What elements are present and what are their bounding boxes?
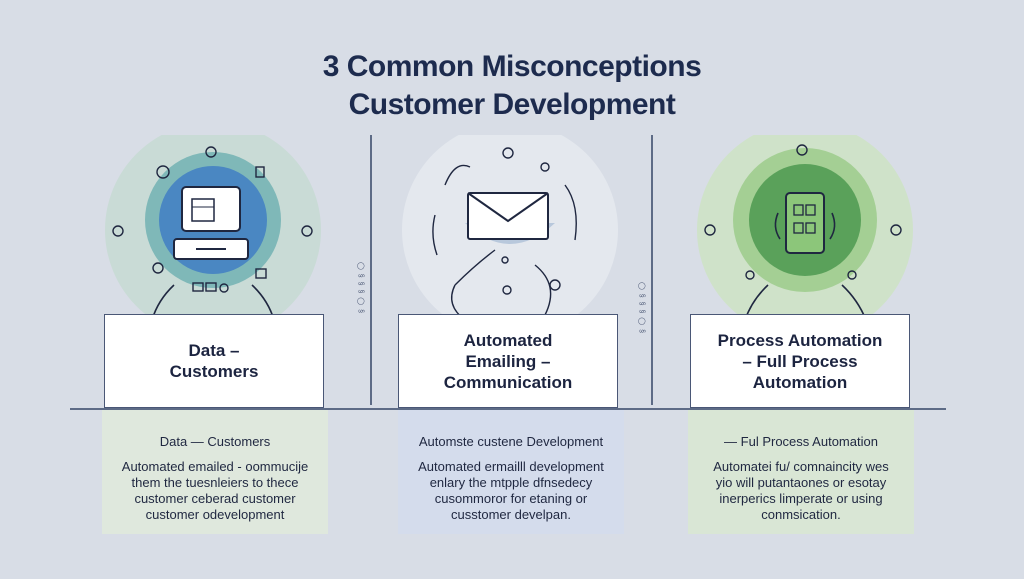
label-line: Automated [463,330,553,350]
description-line: Automated ermailll development [418,459,604,474]
description-panel-data: Data — Customers Automated emailed - oom… [102,410,328,534]
flow-lines [432,147,577,321]
label-line: Process Automation [717,330,883,350]
description-line: Automated emailed - oommucije [121,459,309,474]
orbit-icons [704,144,902,280]
label-line: Data – [188,341,240,360]
automated-emailing-illustration [395,135,625,335]
description-line: Automatei fu/ comnaincity wes [713,459,889,474]
orbit-icons [112,146,313,293]
data-customers-illustration [98,135,328,335]
description-subtitle: — Ful Process Automation [724,434,878,449]
description-line: yio will putantaones or esotay [715,475,887,490]
page-title-line-2: Customer Development [348,88,676,121]
description-line: them the tuesnleiers to thece [131,475,299,490]
description-subtitle: Automste custene Development [418,434,604,449]
description-subtitle: Data — Customers [159,434,271,449]
description-line: inerperics limperate or using [719,491,883,506]
envelope-icon [467,192,549,240]
label-line: Communication [443,372,573,392]
description-line: cusstomer develpan. [451,507,571,522]
description-line: enlary the mtpple dfnsedecy [429,475,593,490]
label-line: Automation [752,372,848,392]
tablet-cycle-icon [774,192,836,254]
description-line: customer ceberad customer [134,491,296,506]
divider-left-marks: ◯ § § § ◯ § [357,262,364,314]
label-box-process-automation: Process Automation – Full Process Automa… [690,314,910,408]
description-line: cusommoror for etaning or [434,491,588,506]
label-box-automated-emailing: Automated Emailing – Communication [398,314,618,408]
divider-left [370,135,372,405]
description-panel-emailing: Automste custene Development Automated e… [398,410,624,534]
label-line: Emailing – [465,351,551,371]
description-line: customer odevelopment [145,507,285,522]
label-box-data-customers: Data – Customers [104,314,324,408]
description-line: conmsication. [761,507,841,522]
page-title-line-1: 3 Common Misconceptions [322,50,702,83]
label-line: – Full Process [742,351,858,371]
divider-right-marks: ◯ § § § ◯ § [638,282,645,334]
divider-right [651,135,653,405]
process-automation-illustration [690,135,920,335]
description-panel-automation: — Ful Process Automation Automatei fu/ c… [688,410,914,534]
laptop-icon [173,186,249,260]
baseline-divider [70,408,946,410]
label-line: Customers [169,362,259,381]
